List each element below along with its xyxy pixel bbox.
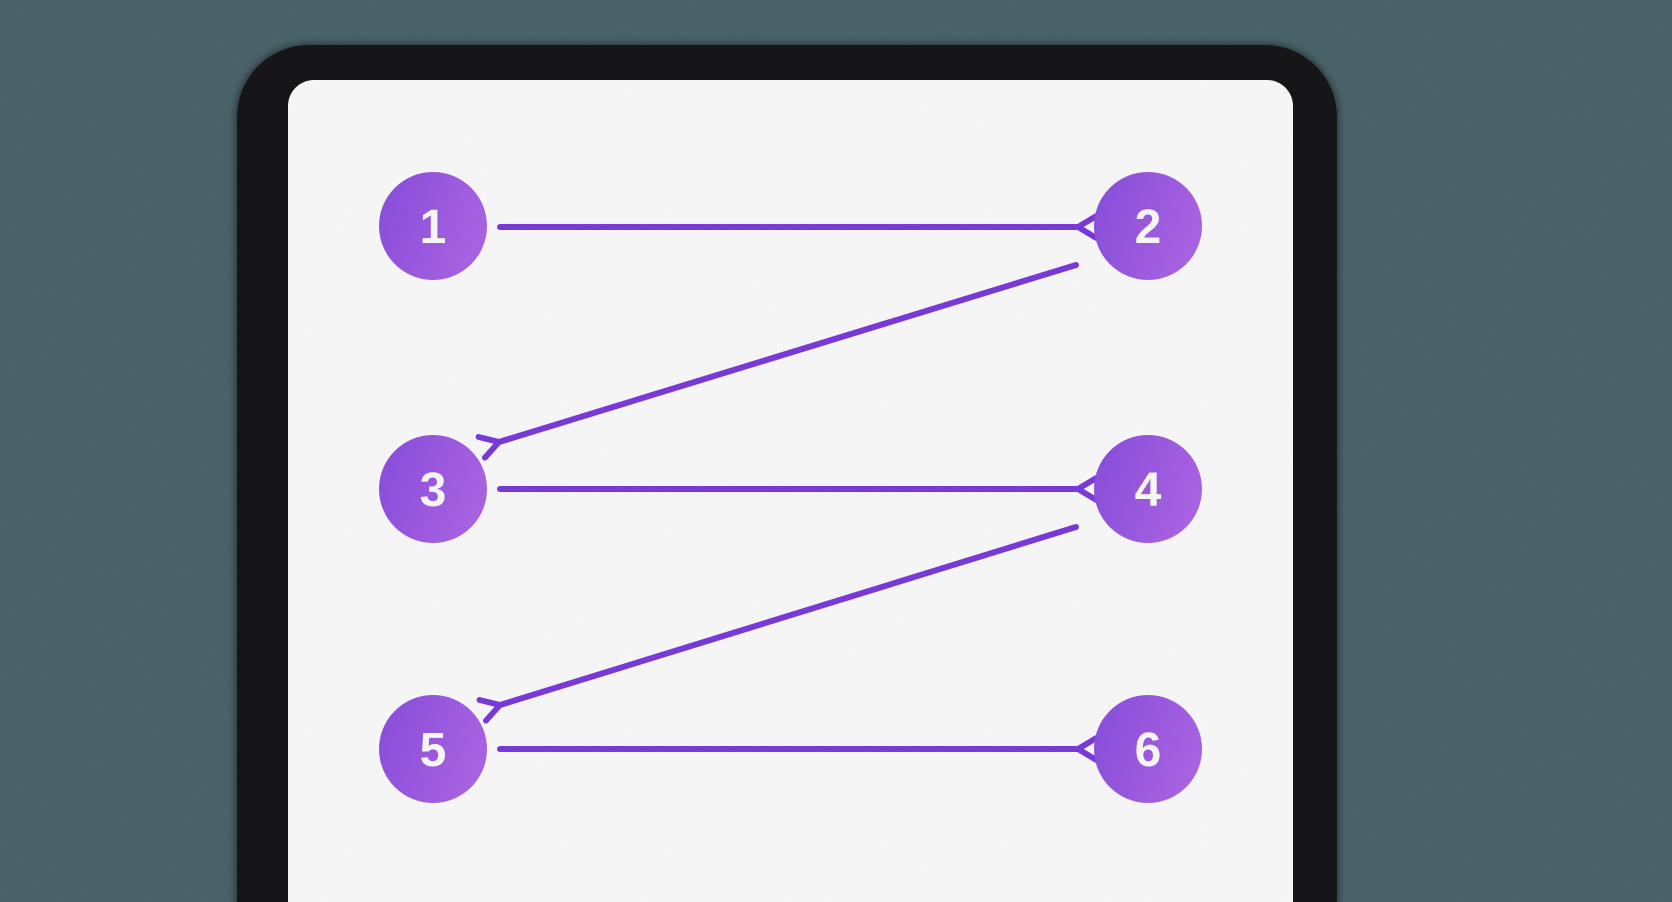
step-node-6: 6 <box>1094 695 1202 803</box>
step-node-5: 5 <box>379 695 487 803</box>
step-node-label-2: 2 <box>1135 201 1162 254</box>
step-node-label-6: 6 <box>1135 724 1162 777</box>
step-node-2: 2 <box>1094 172 1202 280</box>
screen-card: 1 2 3 4 5 6 <box>288 80 1293 902</box>
flow-arrow-2-to-3 <box>475 262 1079 461</box>
step-node-4: 4 <box>1094 435 1202 543</box>
step-node-label-3: 3 <box>420 464 447 517</box>
device-frame: 1 2 3 4 5 6 <box>237 45 1337 902</box>
step-node-3: 3 <box>379 435 487 543</box>
step-node-label-4: 4 <box>1135 464 1162 517</box>
flow-arrow-4-to-5 <box>476 524 1079 724</box>
flow-diagram: 1 2 3 4 5 6 <box>379 172 1202 803</box>
step-node-1: 1 <box>379 172 487 280</box>
step-node-label-5: 5 <box>420 724 447 777</box>
step-node-label-1: 1 <box>420 201 447 254</box>
